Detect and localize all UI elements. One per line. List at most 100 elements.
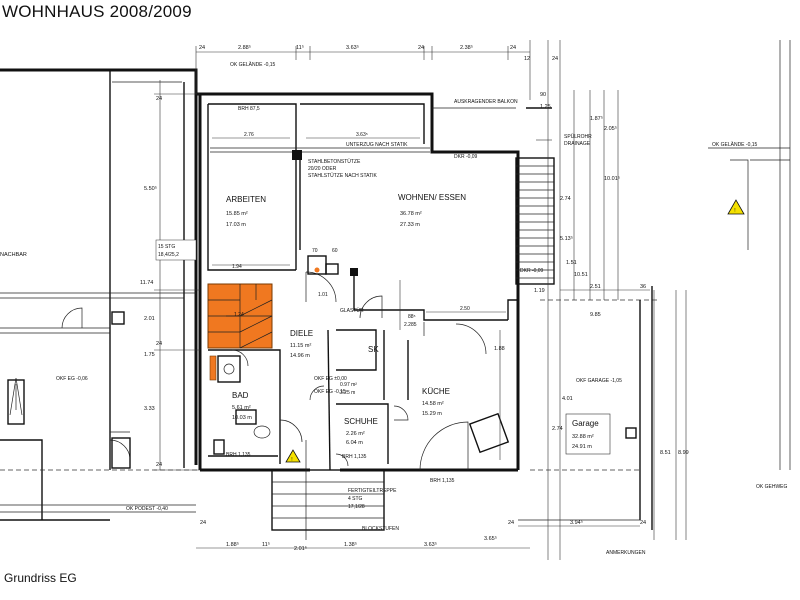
room-perimeter: 10.03 m [232,415,252,421]
dimension-label: 60 [332,248,338,254]
dimension-label: 3.94⁵ [570,519,583,526]
annotations: NACHBAR AUSKRAGENDER BALKON UNTERZUG NAC… [0,61,788,556]
label-ok-gelaende-r: OK GELÄNDE -0,15 [712,141,758,148]
dimension-label: 2.51 [590,284,601,290]
dimension-label: 3.33 [144,406,155,412]
label-nachbar: NACHBAR [0,252,27,258]
room-wohnen: WOHNEN/ ESSEN 36.78 m² 27.33 m [398,193,466,228]
room-perimeter: 14.96 m [290,353,310,359]
dimension-label: 2.05⁵ [604,125,617,132]
dimension-label: 9.85 [590,312,601,318]
dimension-label: 3.63⁵ [356,132,368,138]
room-perimeter: 27.33 m [400,222,420,228]
room-kueche: KÜCHE 14.58 m² 15.29 m [422,387,450,417]
warning-icon: ! [727,199,745,215]
room-name: WOHNEN/ ESSEN [398,193,466,202]
room-area: 32.88 m² [572,434,594,440]
dimension-label: 1.88 [494,346,505,352]
drawing-caption: Grundriss EG [4,571,77,585]
dimension-label: 88⁵ [408,314,416,320]
dimension-label: 24 [200,520,206,526]
dimension-labels: 24 2.88⁵ 11⁵ 3.63⁵ 24 2.38⁵ 24 12 90 24 … [140,44,689,552]
dimension-label: 5.50⁵ [144,185,157,192]
room-sk: SK 0.97 m² 3.25 m [340,345,379,396]
main-staircase [207,283,273,349]
exterior-staircase [432,107,555,285]
dimension-label: 2.285 [404,322,417,328]
label-brh-875: BRH 87,5 [238,106,260,112]
dimension-label: 2.38⁵ [460,44,473,51]
dimension-label: 8.51 [660,450,671,456]
room-name: BAD [232,391,249,400]
label-okf-garage: OKF GARAGE -1,05 [576,378,622,384]
label-glastuer: GLASTÜR [340,307,364,314]
room-area: 0.97 m² [340,382,357,388]
room-area: 36.78 m² [400,211,422,217]
room-perimeter: 3.25 m [340,390,355,396]
dimension-label: 1.75 [144,352,155,358]
dimension-label: 24 [199,45,205,51]
stair-marker [209,355,217,381]
room-name: ARBEITEN [226,195,266,204]
garage [518,286,660,530]
label-ok-gehweg: OK GEHWEG [756,484,788,490]
dimension-label: 4.01 [562,396,573,402]
label-ok-podest: OK PODEST -0,40 [126,506,168,512]
label-brh-1135-a: BRH 1,135 [226,452,251,458]
dimension-label: 2.01 [144,316,155,322]
dimension-label: 2.50 [460,306,470,312]
label-drainage: DRAINAGE [564,141,591,147]
room-area: 15.85 m² [226,211,248,217]
label-okf-eg-diele: OKF EG ±0,00 [314,376,347,382]
dimension-label: 2.74 [560,196,571,202]
kitchen-fixtures [307,255,510,454]
dimension-label: 1.87⁵ [590,115,603,122]
label-stg-2: 18,4/25,2 [158,252,179,258]
dimension-label: 2.01⁵ [294,545,307,552]
drawing-title: WOHNHAUS 2008/2009 [2,2,192,21]
label-stuetze-2: 20/20 ODER [308,166,337,172]
dimension-label: ! [734,208,735,214]
dimension-label: 2.76 [244,132,254,138]
dimension-label: 1.25 [540,104,551,110]
dimension-label: 24 [156,462,162,468]
room-area: 2.26 m² [346,431,365,437]
dimension-label: 1.19 [534,288,545,294]
label-ok-gelaende-l: OK GELÄNDE -0,15 [230,61,276,68]
label-treppe-2: 4 STG [348,496,363,502]
dimension-label: 24 [640,520,646,526]
dimension-label: ! [291,457,292,463]
room-area: 14.58 m² [422,401,444,407]
room-area: 11.15 m² [290,343,311,349]
dimension-lines [154,40,687,560]
dimension-label: 8.99 [678,450,689,456]
label-spulrohr: SPÜLROHR [564,133,592,140]
dimension-label: 1.88⁵ [226,541,239,548]
room-perimeter: 17.03 m [226,222,246,228]
label-blockstufen: BLOCKSTUFEN [362,526,399,532]
label-okf-eg-l: OKF EG -0,06 [56,376,88,382]
dimension-label: 36 [640,284,646,290]
dimension-label: 3.63⁵ [424,541,437,548]
dimension-label: 1.38⁵ [344,541,357,548]
room-perimeter: 15.29 m [422,411,442,417]
dimension-label: 1.51 [566,260,577,266]
house-walls [196,92,520,472]
label-brh-1135-c: BRH 1,135 [430,478,455,484]
dimension-label: 24 [508,520,514,526]
room-schuhe: SCHUHE 2.26 m² 6.04 m [344,417,378,446]
label-brh-1135-b: BRH 1,135 [342,454,367,460]
label-stg-1: 15 STG [158,244,175,250]
dimension-label: 10.01⁵ [604,175,620,182]
dimension-label: 10.51 [574,272,588,278]
room-arbeiten: ARBEITEN 15.85 m² 17.03 m [226,195,266,228]
label-okf-eg-bad: OKF EG -0,15 [314,389,346,395]
dimension-label: 5.13⁵ [560,235,573,242]
room-name: DIELE [290,329,313,338]
dimension-label: 24 [156,96,162,102]
bathroom-fixtures [213,355,271,455]
label-stuetze-1: STAHLBETONSTÜTZE [308,158,361,165]
room-garage: Garage 32.88 m² 24.91 m [565,413,611,455]
dimension-label: 12 [524,56,530,62]
